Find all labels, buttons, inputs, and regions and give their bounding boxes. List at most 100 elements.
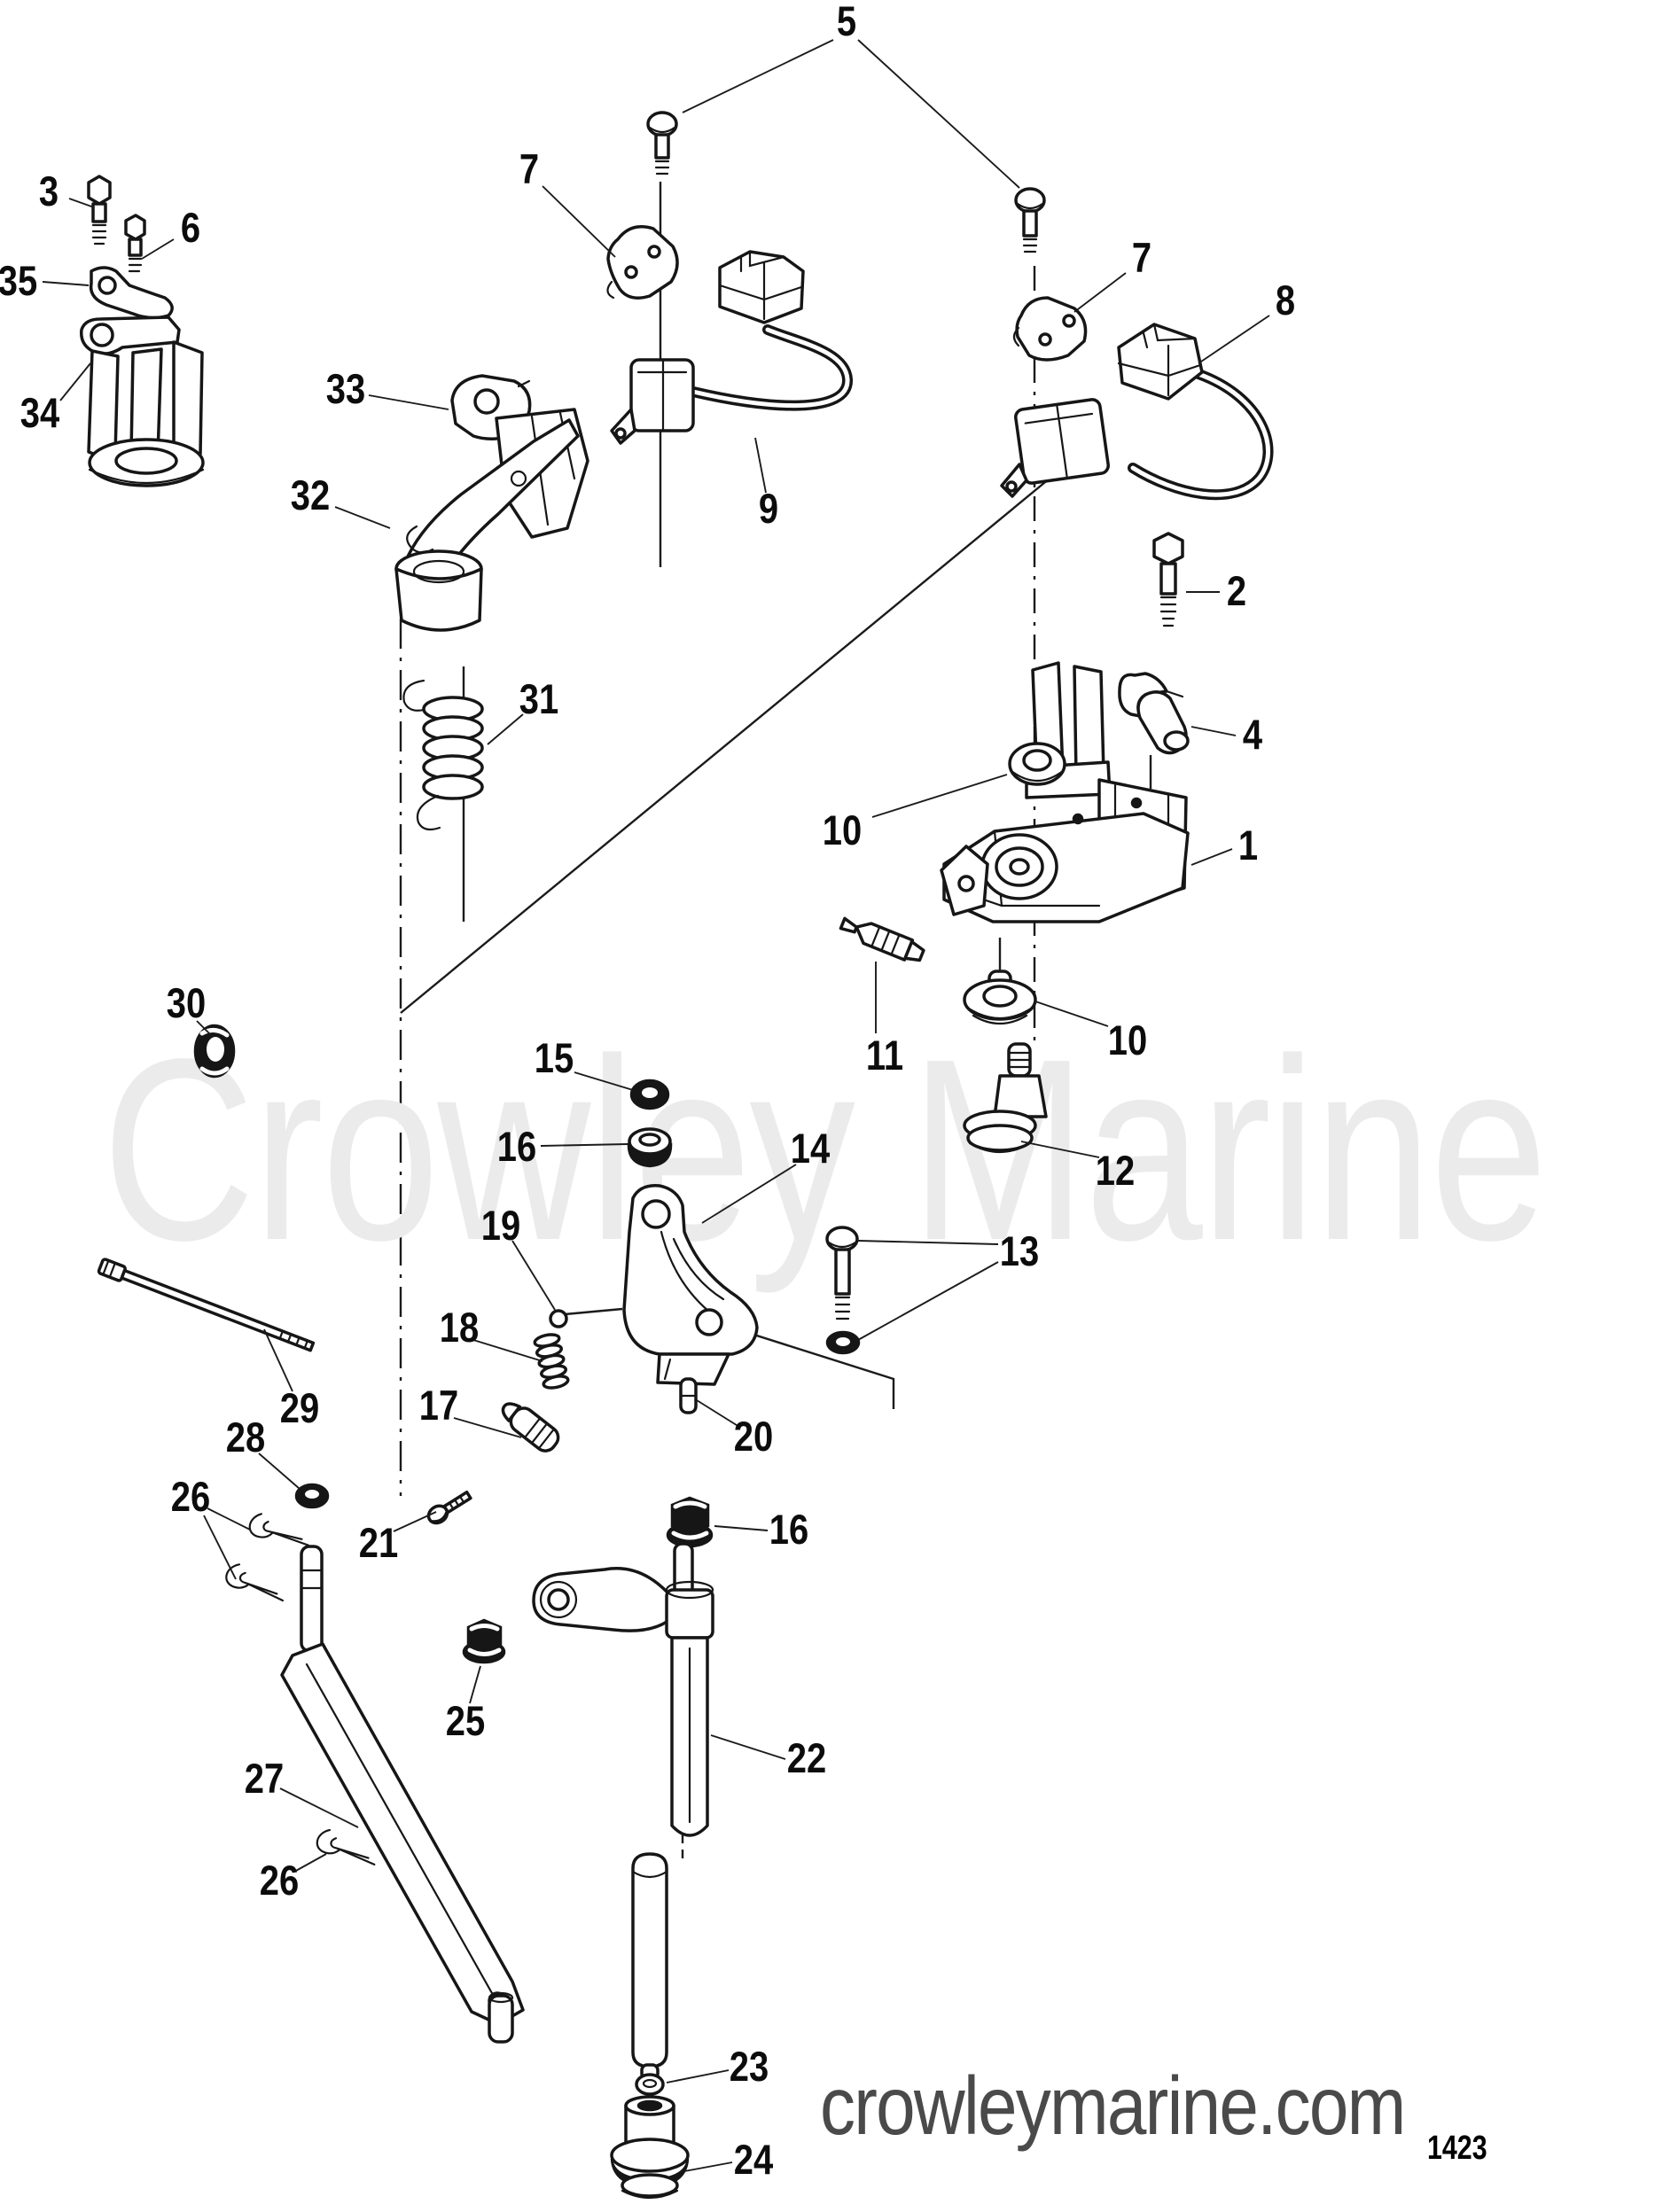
part-bushing-10-lower — [963, 970, 1037, 1024]
callout-16-lower-leader — [714, 1525, 769, 1531]
part-screw-11 — [839, 916, 925, 962]
callout-22-number: 22 — [787, 1736, 826, 1782]
part-screw-5-right — [1014, 187, 1046, 253]
callout-33-leader — [368, 394, 449, 410]
callout-8-leader — [1198, 315, 1270, 364]
callout-24-leader — [683, 2161, 733, 2172]
callout-10-lower-leader — [1034, 1001, 1109, 1027]
callout-25-number: 25 — [446, 1699, 485, 1745]
callout-29-number: 29 — [280, 1386, 319, 1432]
part-shift-shaft-22 — [631, 1852, 668, 2081]
callout-29: 29 — [263, 1328, 319, 1432]
callout-16-upper-leader — [540, 1143, 628, 1147]
callout-12-number: 12 — [1096, 1149, 1135, 1195]
callout-12-leader — [1020, 1141, 1100, 1158]
callout-18: 18 — [440, 1305, 543, 1362]
callout-9: 9 — [754, 437, 778, 533]
callout-20: 20 — [696, 1399, 773, 1460]
callout-19: 19 — [481, 1203, 556, 1311]
callout-25-leader — [469, 1665, 481, 1704]
callout-1: 1 — [1191, 823, 1258, 869]
callout-30-leader — [196, 1020, 212, 1036]
part-oring-19 — [549, 1309, 568, 1328]
callout-7-right-number: 7 — [1132, 236, 1151, 282]
part-throttle-lever-32 — [394, 408, 589, 632]
callout-26-upper-leader — [207, 1507, 251, 1530]
part-bolt-2 — [1152, 532, 1184, 627]
callout-19-number: 19 — [481, 1203, 520, 1250]
callout-23-number: 23 — [730, 2045, 769, 2091]
callout-17-number: 17 — [419, 1383, 458, 1429]
callout-4-leader — [1191, 726, 1237, 736]
callout-26-lower: 26 — [260, 1853, 327, 1904]
callout-18-number: 18 — [440, 1305, 479, 1351]
callout-3-number: 3 — [39, 169, 59, 215]
part-spring-31 — [402, 679, 484, 831]
callout-14-number: 14 — [791, 1126, 831, 1172]
callout-35-number: 35 — [0, 259, 37, 305]
callout-33: 33 — [326, 367, 449, 413]
callout-28-leader — [258, 1453, 301, 1490]
callout-21-leader — [393, 1511, 437, 1532]
callout-30: 30 — [167, 981, 212, 1036]
callout-26-upper: 26 — [171, 1475, 251, 1580]
part-shift-arm-shaft — [532, 1542, 714, 1837]
callout-4: 4 — [1191, 713, 1263, 759]
callout-28-number: 28 — [226, 1415, 265, 1461]
part-washer-10-upper — [1008, 742, 1066, 786]
callout-6: 6 — [141, 206, 200, 260]
callout-8-number: 8 — [1276, 278, 1295, 324]
callout-1-number: 1 — [1238, 823, 1258, 869]
callout-16-upper-number: 16 — [497, 1125, 536, 1171]
callout-21: 21 — [359, 1511, 437, 1567]
callout-3-leader — [68, 198, 95, 208]
callout-15-number: 15 — [535, 1036, 574, 1082]
callout-34-number: 34 — [20, 391, 60, 437]
callout-2: 2 — [1186, 569, 1246, 615]
watermark: Crowley Marine — [102, 1004, 1548, 1296]
callout-10-upper-number: 10 — [823, 808, 862, 854]
callout-22-leader — [710, 1734, 786, 1760]
callout-31-leader — [487, 713, 524, 745]
callout-9-number: 9 — [759, 487, 778, 533]
part-screw-5-left — [646, 111, 678, 175]
callout-27-number: 27 — [245, 1756, 284, 1803]
callout-21-number: 21 — [359, 1521, 398, 1567]
callout-26-lower-number: 26 — [260, 1858, 299, 1904]
part-bolt-6 — [124, 214, 146, 273]
callout-32-number: 32 — [291, 473, 330, 519]
callout-10-lower: 10 — [1034, 1001, 1147, 1064]
callout-27-leader — [279, 1788, 359, 1828]
part-spring-18 — [533, 1333, 570, 1390]
callout-20-leader — [696, 1399, 740, 1428]
part-shift-bracket-1 — [940, 661, 1190, 923]
part-bolt-13 — [825, 1226, 861, 1355]
callout-32-leader — [334, 506, 391, 529]
callout-34: 34 — [20, 362, 91, 437]
callout-30-number: 30 — [167, 981, 206, 1027]
callout-14-leader — [701, 1164, 797, 1224]
callout-10-upper: 10 — [823, 774, 1008, 854]
callout-27: 27 — [245, 1756, 359, 1828]
callout-16-lower: 16 — [714, 1507, 808, 1554]
part-nut-16-lower — [666, 1496, 714, 1548]
callout-31: 31 — [487, 677, 558, 745]
callout-35: 35 — [0, 259, 90, 305]
callout-24: 24 — [683, 2138, 774, 2184]
part-grommet-30 — [193, 1024, 236, 1079]
callout-5-number: 5 — [837, 0, 856, 45]
callout-19-leader — [511, 1240, 556, 1311]
part-mount-bracket-34 — [80, 315, 205, 487]
part-cotter-pin-26a — [248, 1513, 309, 1546]
part-washer-15 — [629, 1079, 670, 1110]
part-detent-17 — [501, 1402, 560, 1453]
callout-7-left-leader — [542, 185, 616, 258]
part-gasket-7-right — [1012, 296, 1088, 362]
part-nut-16-upper — [627, 1127, 673, 1168]
callout-17-leader — [453, 1417, 522, 1438]
watermark-text: Crowley Marine — [102, 1004, 1546, 1296]
callout-31-number: 31 — [519, 677, 558, 723]
callout-2-number: 2 — [1227, 569, 1246, 615]
callout-26-upper-number: 26 — [171, 1475, 210, 1521]
